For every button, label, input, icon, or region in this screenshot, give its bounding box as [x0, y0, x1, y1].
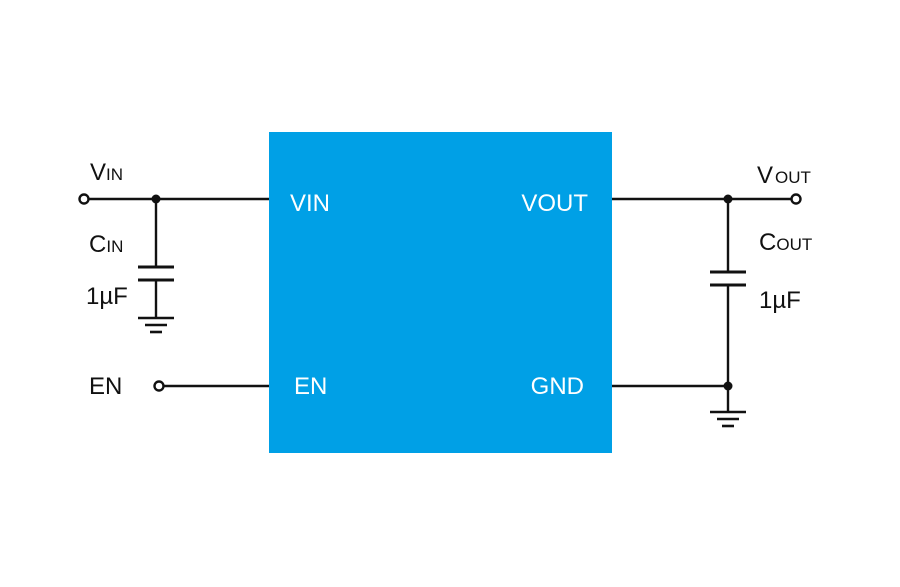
vout-net	[612, 193, 802, 386]
en-terminal	[153, 380, 165, 392]
vin-label: VIN	[90, 159, 123, 186]
vin-terminal	[78, 193, 90, 205]
en-net	[153, 380, 269, 392]
pin-label-vout: VOUT	[521, 190, 588, 217]
cin-label: CIN	[89, 231, 123, 258]
pin-label-vin: VIN	[290, 190, 330, 217]
ground-icon	[710, 410, 746, 428]
ground-icon	[138, 316, 174, 334]
pin-label-en: EN	[294, 373, 327, 400]
en-label: EN	[89, 373, 122, 400]
cout-value: 1µF	[759, 287, 801, 314]
ldo-chip	[269, 132, 612, 453]
vout-terminal	[790, 193, 802, 205]
cin-value: 1µF	[86, 283, 128, 310]
cout-label: COUT	[759, 229, 812, 256]
gnd-net	[612, 381, 746, 428]
pin-label-gnd: GND	[531, 373, 584, 400]
vin-net	[78, 193, 269, 334]
